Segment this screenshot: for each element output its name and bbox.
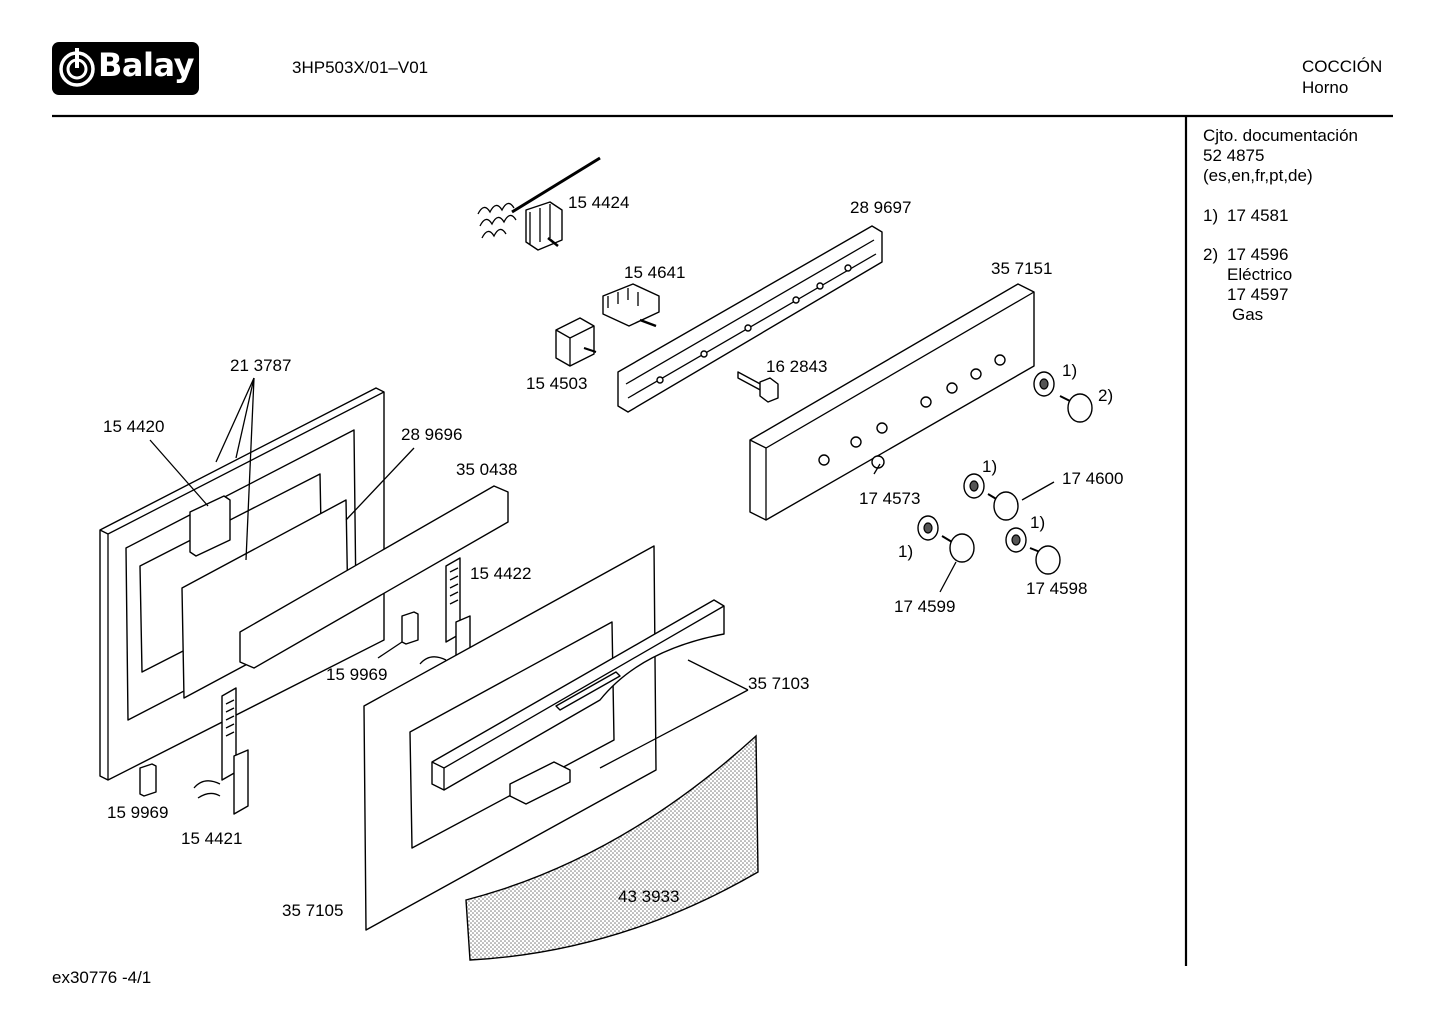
thermostat-part xyxy=(477,156,601,251)
knob-group-left xyxy=(917,515,975,563)
knob-group-right xyxy=(1005,527,1061,575)
label-357151: 35 7151 xyxy=(991,259,1052,278)
label-350438: 35 0438 xyxy=(456,460,517,479)
label-154420: 15 4420 xyxy=(103,417,164,436)
spacer-block-left-part xyxy=(139,763,157,797)
igniter-part xyxy=(737,371,779,403)
label-289696: 28 9696 xyxy=(401,425,462,444)
leader-lines xyxy=(149,377,1055,769)
marker-1-left: 1) xyxy=(898,542,913,561)
note1-marker: 1) xyxy=(1203,206,1219,225)
brand-name: Balay xyxy=(98,46,194,84)
label-433933: 43 3933 xyxy=(618,887,679,906)
label-174598: 17 4598 xyxy=(1026,579,1087,598)
label-154424: 15 4424 xyxy=(568,193,629,212)
marker-1-middle: 1) xyxy=(982,457,997,476)
hinge-left-part xyxy=(193,687,249,815)
timer-part xyxy=(555,317,597,367)
hinge-bracket-part xyxy=(189,495,231,557)
label-154422: 15 4422 xyxy=(470,564,531,583)
label-159969-right: 15 9969 xyxy=(326,665,387,684)
marker-2-top: 2) xyxy=(1098,386,1113,405)
note2-label-b: Gas xyxy=(1232,305,1264,324)
doc-languages: (es,en,fr,pt,de) xyxy=(1203,166,1313,185)
label-159969-left: 15 9969 xyxy=(107,803,168,822)
label-174600: 17 4600 xyxy=(1062,469,1123,488)
spacer-block-right-part xyxy=(401,611,419,645)
door-rail-part xyxy=(239,485,509,669)
label-174573: 17 4573 xyxy=(859,489,920,508)
label-154641: 15 4641 xyxy=(624,263,685,282)
switch-part xyxy=(602,283,660,328)
footer-code: ex30776 -4/1 xyxy=(52,968,152,987)
model-number: 3HP503X/01–V01 xyxy=(292,58,429,77)
note2-value-b: 17 4597 xyxy=(1227,285,1289,304)
doc-title: Cjto. documentación xyxy=(1203,126,1358,145)
marker-1-top: 1) xyxy=(1062,361,1077,380)
category-subtitle: Horno xyxy=(1302,78,1349,97)
balay-logo-mark-icon xyxy=(59,48,95,87)
note2-label-a: Eléctrico xyxy=(1227,265,1293,284)
label-154421: 15 4421 xyxy=(181,829,242,848)
label-289697: 28 9697 xyxy=(850,198,911,217)
label-213787: 21 3787 xyxy=(230,356,291,375)
knob-group-top xyxy=(1033,371,1093,423)
marker-1-right: 1) xyxy=(1030,513,1045,532)
note1-value: 17 4581 xyxy=(1227,206,1289,225)
label-154503: 15 4503 xyxy=(526,374,587,393)
label-174599: 17 4599 xyxy=(894,597,955,616)
category-title: COCCIÓN xyxy=(1302,57,1383,76)
control-bracket-part xyxy=(617,225,883,413)
label-162843: 16 2843 xyxy=(766,357,827,376)
knob-group-middle xyxy=(963,473,1019,521)
label-357105: 35 7105 xyxy=(282,901,343,920)
balay-logo: Balay xyxy=(52,42,199,95)
door-handle-part xyxy=(431,599,725,805)
doc-number: 52 4875 xyxy=(1203,146,1265,165)
bottom-grille-part xyxy=(465,734,759,961)
note2-marker: 2) xyxy=(1203,245,1219,264)
label-357103: 35 7103 xyxy=(748,674,809,693)
control-panel-part xyxy=(749,283,1035,521)
note2-value-a: 17 4596 xyxy=(1227,245,1289,264)
